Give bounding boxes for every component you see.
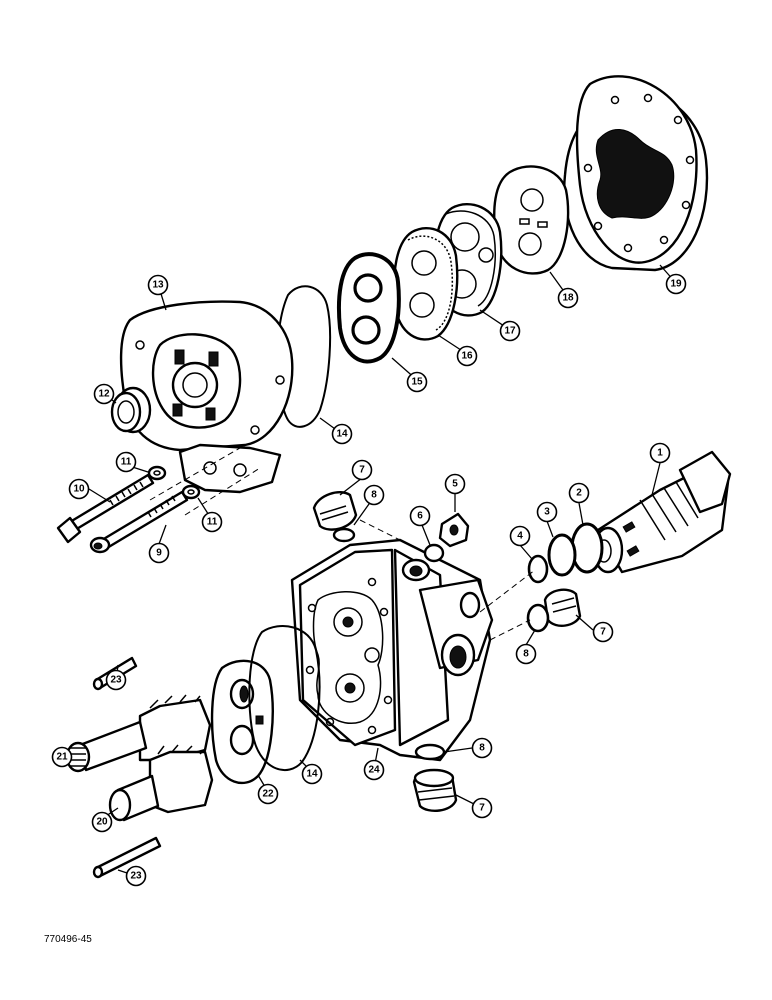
callout-label: 6 [417, 511, 423, 522]
part-22-pressure-plate [210, 659, 274, 785]
callout-6: 6 [409, 505, 431, 527]
callout-label: 1 [657, 448, 663, 459]
callout-21: 21 [51, 746, 73, 768]
callout-23-upper: 23 [105, 669, 127, 691]
callout-label: 12 [98, 389, 110, 400]
callout-8-right: 8 [515, 643, 537, 665]
callout-11-left: 11 [115, 451, 137, 473]
callout-22: 22 [257, 783, 279, 805]
callout-7-right: 7 [592, 621, 614, 643]
callout-7-top: 7 [351, 459, 373, 481]
part-2-o-ring [570, 522, 604, 574]
callout-11-right: 11 [201, 511, 223, 533]
callout-label: 7 [600, 627, 606, 638]
callout-label: 15 [411, 377, 423, 388]
part-24-pump-body [290, 538, 494, 762]
callout-24: 24 [363, 759, 385, 781]
part-8-o-ring-top [332, 527, 356, 543]
callout-2: 2 [568, 482, 590, 504]
part-8-o-ring-right [526, 603, 550, 633]
callout-label: 8 [523, 649, 529, 660]
part-3-o-ring [547, 533, 577, 577]
part-19-housing-ring [563, 75, 709, 272]
callout-label: 13 [152, 280, 164, 291]
callout-20: 20 [91, 811, 113, 833]
callout-label: 16 [461, 351, 473, 362]
callout-7-bottom: 7 [471, 797, 493, 819]
part-7-plug-right [543, 588, 582, 627]
callout-label: 8 [479, 743, 485, 754]
callout-label: 11 [121, 457, 132, 468]
callout-23-lower: 23 [125, 865, 147, 887]
part-13-front-housing [119, 300, 294, 494]
callout-8-bottom: 8 [471, 737, 493, 759]
callout-label: 5 [452, 479, 458, 490]
part-15-diaphragm-seal [336, 252, 401, 364]
callout-14-lower: 14 [301, 763, 323, 785]
callout-8-top: 8 [363, 484, 385, 506]
callout-label: 17 [504, 326, 516, 337]
part-11-washers [147, 465, 201, 500]
callout-label: 14 [336, 429, 348, 440]
callout-label: 20 [96, 817, 108, 828]
assembly-center-lines [149, 447, 536, 641]
callout-label: 2 [576, 488, 582, 499]
callout-label: 22 [262, 789, 274, 800]
callout-14-upper: 14 [331, 423, 353, 445]
callout-16: 16 [456, 345, 478, 367]
part-5-fitting [438, 512, 470, 548]
callout-label: 4 [517, 531, 523, 542]
part-21-drive-gear [65, 694, 212, 773]
callout-label: 7 [479, 803, 485, 814]
part-7-plug-top [312, 491, 358, 531]
part-20-idler-gear [108, 744, 214, 822]
callout-label: 24 [368, 765, 380, 776]
part-16-gasket [392, 227, 459, 341]
part-18-wear-plate [493, 165, 570, 275]
callout-label: 3 [544, 507, 550, 518]
part-4-o-ring [527, 554, 549, 584]
callout-3: 3 [536, 501, 558, 523]
callout-10: 10 [68, 478, 90, 500]
callout-15: 15 [406, 371, 428, 393]
callout-4: 4 [509, 525, 531, 547]
callout-label: 23 [110, 675, 122, 686]
callout-label: 23 [130, 871, 142, 882]
callout-12: 12 [93, 383, 115, 405]
callout-19: 19 [665, 273, 687, 295]
part-6-o-ring [423, 543, 445, 563]
drawing-number: 770496-45 [44, 934, 92, 945]
callout-label: 21 [56, 752, 68, 763]
callout-label: 7 [359, 465, 365, 476]
callout-label: 9 [156, 548, 162, 559]
callout-label: 14 [306, 769, 318, 780]
callout-label: 8 [371, 490, 377, 501]
callout-13: 13 [147, 274, 169, 296]
part-8-o-ring-bottom [414, 743, 446, 761]
callout-label: 18 [562, 293, 574, 304]
callout-9: 9 [148, 542, 170, 564]
callout-1: 1 [649, 442, 671, 464]
callout-label: 19 [670, 279, 682, 290]
callout-18: 18 [557, 287, 579, 309]
part-10-hex-bolt [56, 473, 155, 544]
callout-label: 11 [207, 517, 218, 528]
callout-5: 5 [444, 473, 466, 495]
part-12-shaft-seal [110, 386, 152, 434]
part-1-relief-valve [592, 450, 732, 574]
callout-label: 10 [73, 484, 85, 495]
callout-17: 17 [499, 320, 521, 342]
part-9-cap-screw [89, 490, 189, 554]
part-7-plug-bottom [412, 768, 458, 812]
